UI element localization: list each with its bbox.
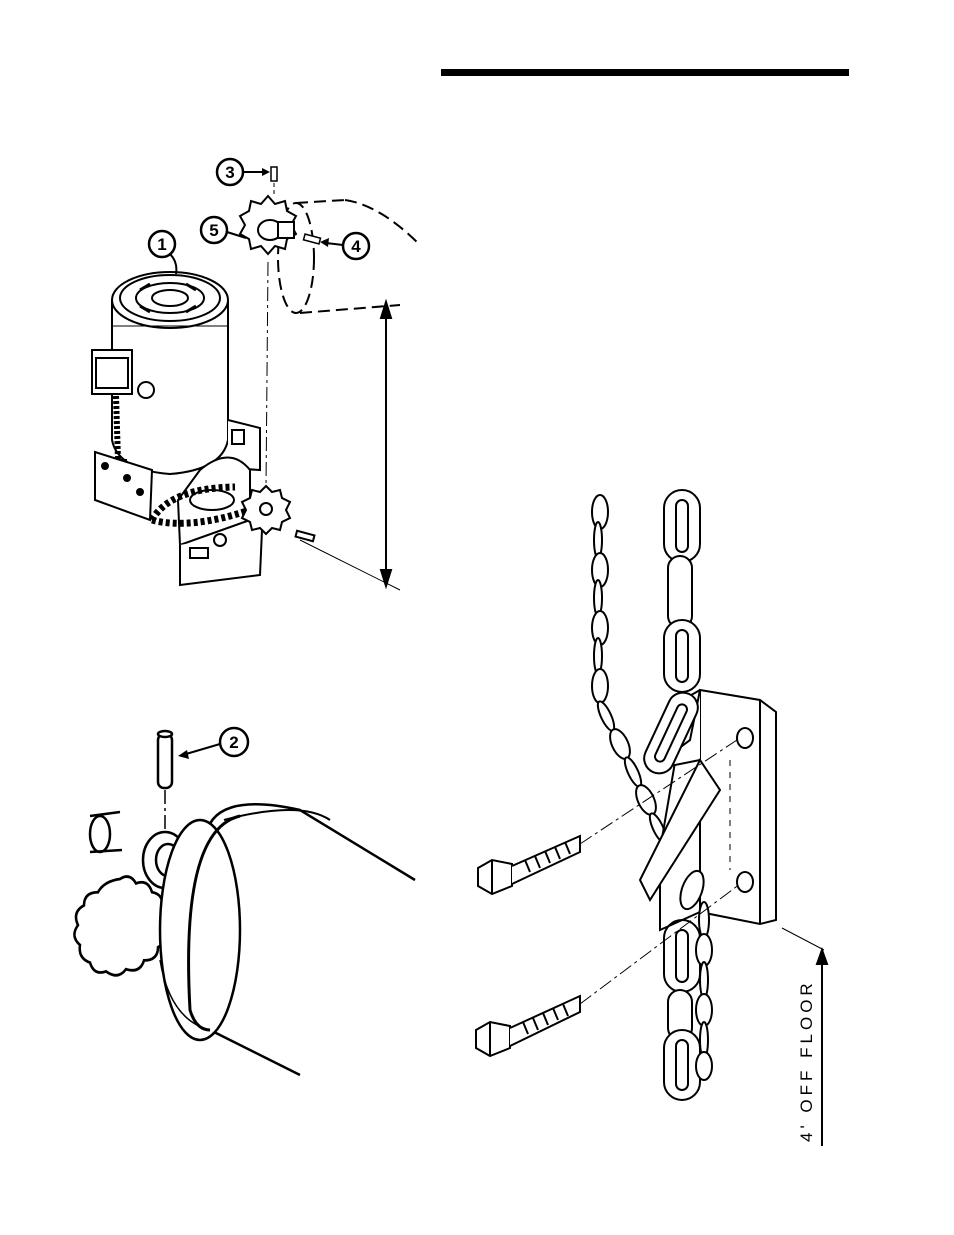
callout-1: 1 bbox=[149, 231, 176, 274]
callout-4-label: 4 bbox=[351, 237, 361, 256]
callout-5: 5 bbox=[201, 217, 246, 243]
callout-3-label: 3 bbox=[225, 163, 234, 182]
upper-key bbox=[303, 234, 320, 244]
floor-height-label: 4' OFF FLOOR bbox=[797, 979, 816, 1142]
callout-1-label: 1 bbox=[157, 235, 166, 254]
roll-pin bbox=[158, 734, 172, 788]
dimension-arrow bbox=[300, 302, 400, 590]
chain-bracket-assembly bbox=[476, 490, 827, 1146]
callout-5-label: 5 bbox=[209, 221, 218, 240]
roller-sprocket bbox=[74, 877, 167, 976]
header-rule bbox=[441, 69, 849, 76]
callout-2: 2 bbox=[178, 728, 248, 759]
bracket-plate bbox=[639, 688, 776, 930]
callout-4: 4 bbox=[320, 233, 369, 259]
callout-2-label: 2 bbox=[229, 733, 238, 752]
callout-3: 3 bbox=[217, 159, 270, 185]
motor-body bbox=[92, 272, 314, 585]
set-screw bbox=[271, 167, 277, 181]
motor-assembly bbox=[92, 167, 420, 590]
roller-detail bbox=[74, 731, 415, 1075]
